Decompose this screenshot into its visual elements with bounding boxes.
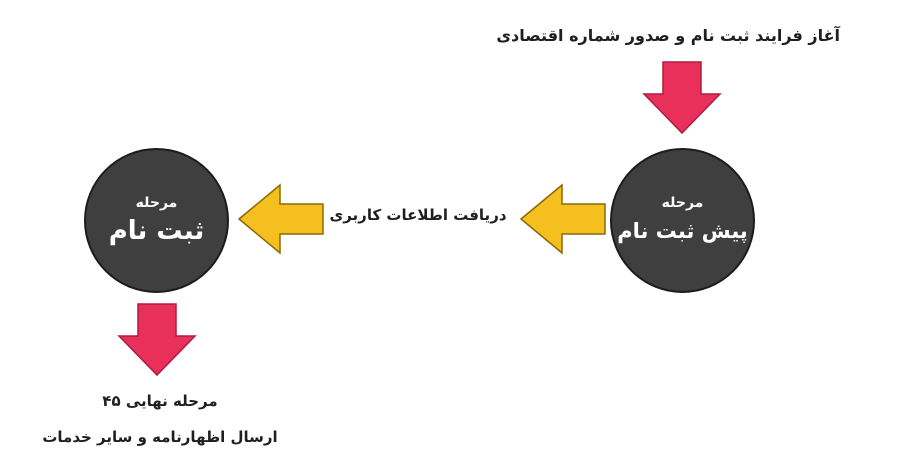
transition-label: دریافت اطلاعات کاربری [329,206,507,224]
stage-registration-small: مرحله [135,194,178,211]
left-arrow-right-shape [519,183,606,255]
stage-registration: مرحله ثبت نام [84,148,229,293]
left-arrow-left-shape [237,183,324,255]
final-stage-subtitle: ارسال اظهارنامه و سایر خدمات [42,428,278,446]
start-label: آغاز فرایند ثبت نام و صدور شماره اقتصادی [496,26,840,45]
final-stage-title: مرحله نهایی ۴۵ [102,392,218,410]
down-arrow-final-shape [117,303,197,377]
down-arrow-start-shape [642,61,722,135]
stage-pre-registration: مرحله پیش ثبت نام [610,148,755,293]
stage-registration-title: ثبت نام [108,215,205,246]
stage-pre-registration-title: پیش ثبت نام [617,218,748,243]
down-arrow-final-icon [117,303,197,377]
down-arrow-start-icon [642,61,722,135]
stage-pre-registration-small: مرحله [661,194,704,211]
left-arrow-right-icon [519,183,606,255]
left-arrow-left-icon [237,183,324,255]
